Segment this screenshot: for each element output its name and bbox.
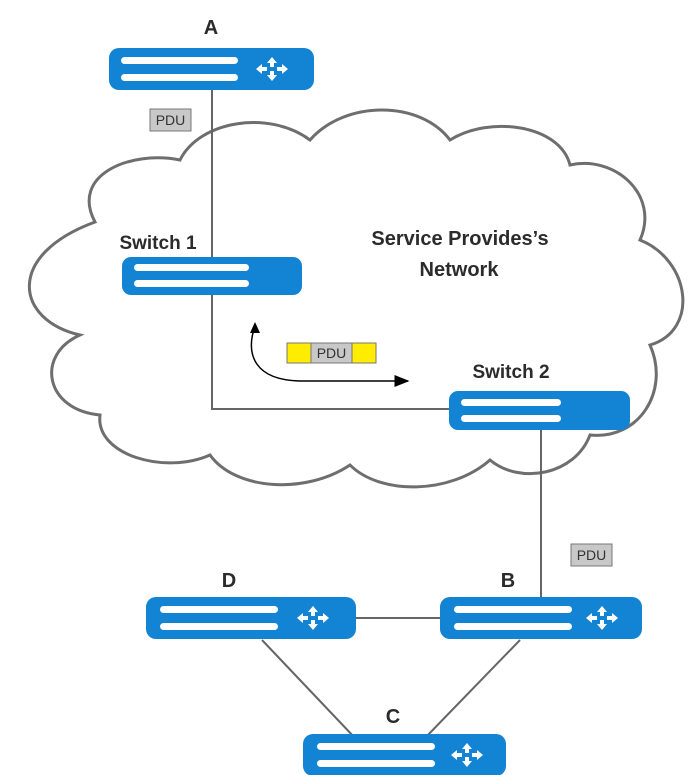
switch1-label: Switch 1	[119, 233, 197, 254]
network-label-line2: Network	[420, 259, 500, 281]
forwarding-arrow-head-up	[250, 322, 260, 333]
svg-text:PDU: PDU	[156, 112, 186, 128]
network-label-line1: Service Provides’s	[371, 228, 548, 250]
pdu-box-right: PDU	[570, 543, 613, 567]
svg-text:PDU: PDU	[317, 345, 347, 361]
svg-text:PDU: PDU	[577, 547, 607, 563]
switch-1	[122, 257, 302, 295]
router-d	[146, 597, 356, 639]
link-switch1-switch2	[211, 292, 449, 410]
switch-2	[449, 391, 630, 430]
switch-bars-icon	[134, 264, 249, 287]
router-b	[440, 597, 642, 639]
links	[211, 90, 542, 739]
node-c-label: C	[386, 706, 400, 728]
link-d-c	[261, 639, 356, 739]
provider-network-cloud	[27, 108, 685, 489]
forwarding-arrow	[250, 325, 410, 387]
router-c	[303, 734, 506, 775]
switch2-label: Switch 2	[472, 362, 549, 383]
link-b-c	[424, 639, 521, 739]
node-b-label: B	[501, 570, 515, 592]
router-a	[109, 48, 314, 90]
node-a-label: A	[204, 17, 218, 39]
pdu-tagged-middle: PDU	[286, 342, 377, 364]
pdu-box-top: PDU	[149, 108, 192, 132]
node-d-label: D	[222, 570, 236, 592]
switch-bars-icon	[461, 399, 561, 422]
